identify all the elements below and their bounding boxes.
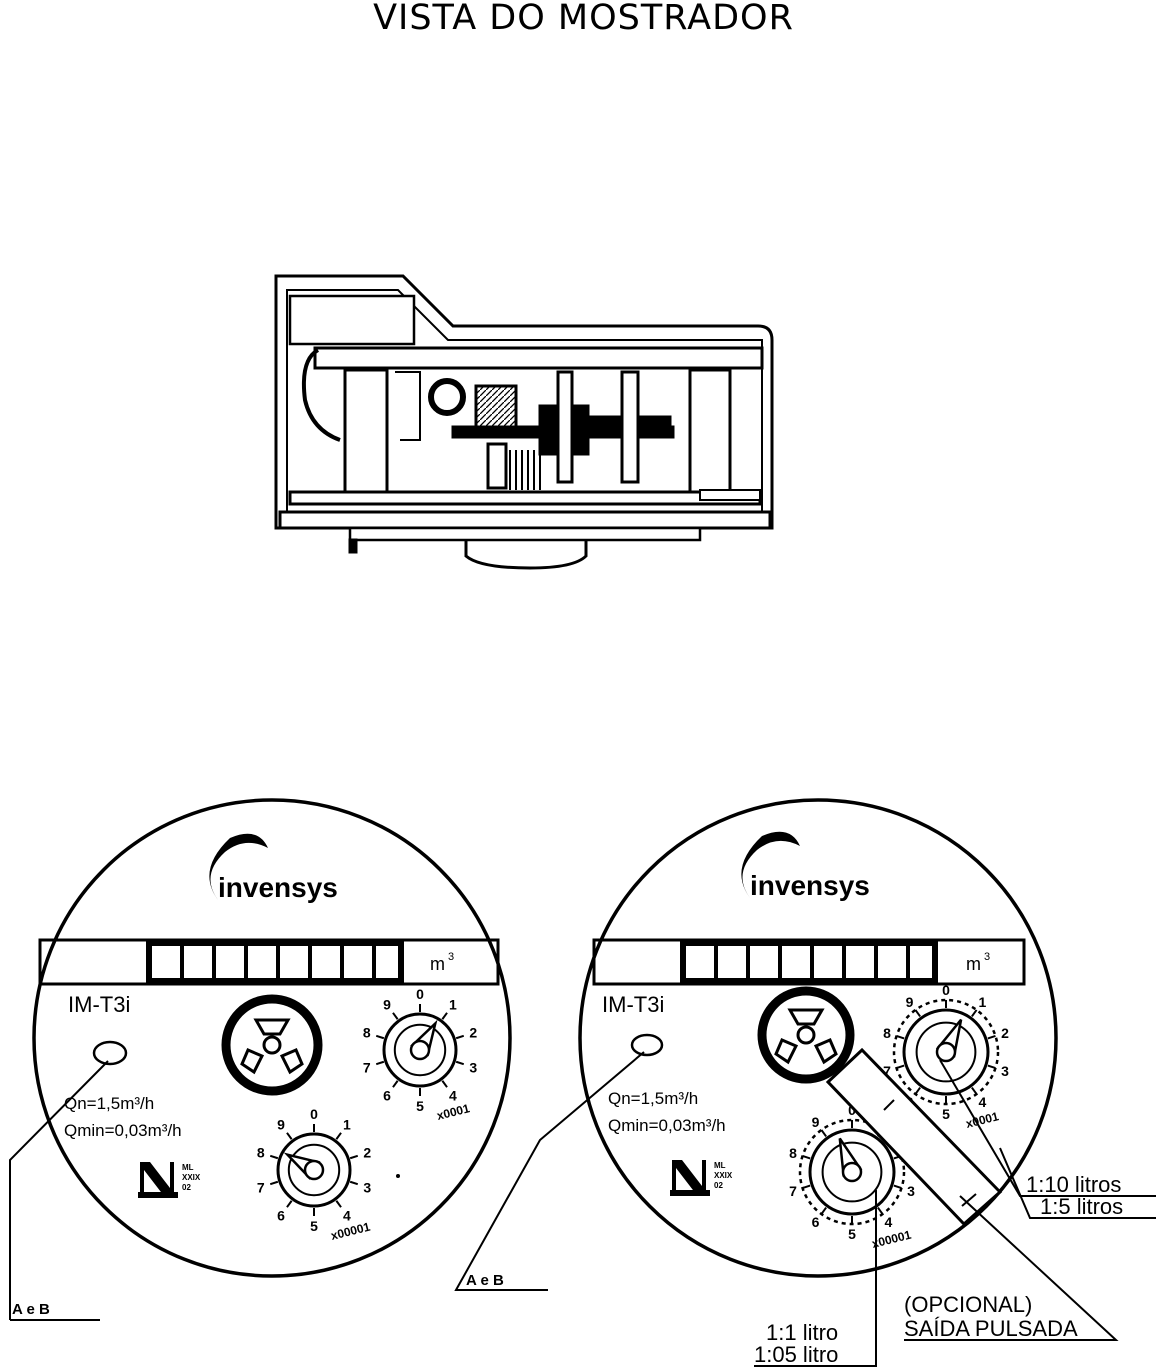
star-wheel-right — [757, 986, 855, 1084]
dial-digit: 6 — [277, 1207, 285, 1223]
callout-pulsed-output: SAÍDA PULSADA — [904, 1316, 1078, 1341]
ref-label-left: A e B — [12, 1301, 50, 1318]
qmin-left: Qmin=0,03m³/h — [64, 1121, 182, 1140]
unit-exponent-right: 3 — [984, 951, 990, 963]
callout-ratio-05: 1:05 litro — [754, 1342, 838, 1367]
page-title: VISTA DO MOSTRADOR — [373, 0, 794, 38]
dial-face-left: invensys m 3 IM-T3i A e B Qn=1,5m³/h Qmi… — [9, 798, 512, 1321]
callout-leaders — [754, 1059, 1156, 1367]
qmin-right: Qmin=0,03m³/h — [608, 1116, 726, 1135]
callout-ratio-1: 1:1 litro — [766, 1320, 838, 1345]
dial-digit: 4 — [885, 1214, 893, 1230]
dial-digit: 9 — [812, 1114, 820, 1130]
cert-mark-left: ML XXIX 02 — [138, 1162, 201, 1198]
odometer-right — [686, 946, 932, 978]
dial-digit: 8 — [363, 1025, 371, 1041]
dial-digit: 7 — [789, 1183, 797, 1199]
dial-digit: 5 — [416, 1098, 424, 1114]
odometer-left — [152, 946, 398, 978]
unit-label-left: m — [430, 954, 445, 974]
cert-code-right-2: 02 — [714, 1181, 723, 1190]
dial-digit: 8 — [257, 1145, 265, 1161]
dial-left-1: 0 12 34 5 67 89 x0001 — [363, 986, 478, 1123]
cert-code-right-1: XXIX — [714, 1171, 733, 1180]
dial-digit: 9 — [383, 997, 391, 1013]
dial-digit: 1 — [979, 994, 987, 1010]
dial-digit: 9 — [906, 994, 914, 1010]
dial-digit: 3 — [363, 1179, 371, 1195]
dial-digit: 5 — [942, 1106, 950, 1122]
qn-right: Qn=1,5m³/h — [608, 1089, 698, 1108]
dial-digit: 6 — [812, 1214, 820, 1230]
calibration-hole-right — [630, 1033, 664, 1057]
callout-optional: (OPCIONAL) — [904, 1292, 1032, 1317]
cert-code-left-1: XXIX — [182, 1173, 201, 1182]
dial-factor: x0001 — [435, 1101, 471, 1123]
dial-digit: 2 — [469, 1025, 477, 1041]
dial-digit: 7 — [257, 1179, 265, 1195]
dial-digit: 2 — [1001, 1025, 1009, 1041]
dial-digit: 3 — [907, 1183, 915, 1199]
calibration-hole-left — [92, 1040, 128, 1066]
dial-digit: 7 — [883, 1063, 891, 1079]
dial-digit: 1 — [343, 1117, 351, 1133]
dial-digit: 5 — [848, 1226, 856, 1242]
dial-digit: 0 — [848, 1102, 856, 1118]
brand-logo-left: invensys — [218, 872, 338, 903]
dial-digit: 3 — [1001, 1063, 1009, 1079]
dial-digit: 4 — [979, 1094, 987, 1110]
model-label-left: IM-T3i — [68, 992, 130, 1017]
unit-exponent-left: 3 — [448, 951, 454, 963]
pulse-sensor-bar — [825, 1047, 1003, 1227]
callout-ratio-10: 1:10 litros — [1026, 1172, 1121, 1197]
callout-ratio-5: 1:5 litros — [1040, 1194, 1123, 1219]
qn-left: Qn=1,5m³/h — [64, 1094, 154, 1113]
dial-digit: 0 — [416, 986, 424, 1002]
dial-digit: 0 — [310, 1106, 318, 1122]
register-side-view — [274, 274, 774, 570]
dial-digit: 5 — [310, 1218, 318, 1234]
dial-face-right: invensys m 3 IM-T3i A e B Qn=1,5m³/h Qmi… — [454, 798, 1058, 1291]
dial-digit: 3 — [469, 1059, 477, 1075]
cert-code-left-2: 02 — [182, 1183, 191, 1192]
dial-digit: 6 — [383, 1087, 391, 1103]
brand-logo-right: invensys — [750, 870, 870, 901]
dial-digit: 2 — [363, 1145, 371, 1161]
cert-code-left-0: ML — [182, 1163, 194, 1172]
dial-digit: 9 — [277, 1117, 285, 1133]
model-label-right: IM-T3i — [602, 992, 664, 1017]
cert-mark-right: ML XXIX 02 — [670, 1160, 733, 1196]
dial-digit: 0 — [942, 982, 950, 998]
dial-digit: 1 — [449, 997, 457, 1013]
dial-digit: 4 — [449, 1087, 457, 1103]
ref-label-right: A e B — [466, 1272, 504, 1289]
dial-digit: 8 — [883, 1025, 891, 1041]
dial-digit: 7 — [363, 1059, 371, 1075]
dial-factor: x00001 — [329, 1220, 372, 1243]
star-wheel-left — [221, 994, 323, 1096]
cert-code-right-0: ML — [714, 1161, 726, 1170]
unit-label-right: m — [966, 954, 981, 974]
dial-digit: 4 — [343, 1207, 351, 1223]
dial-left-2: 0 12 34 5 67 89 x00001 — [257, 1106, 372, 1243]
dial-digit: 8 — [789, 1145, 797, 1161]
